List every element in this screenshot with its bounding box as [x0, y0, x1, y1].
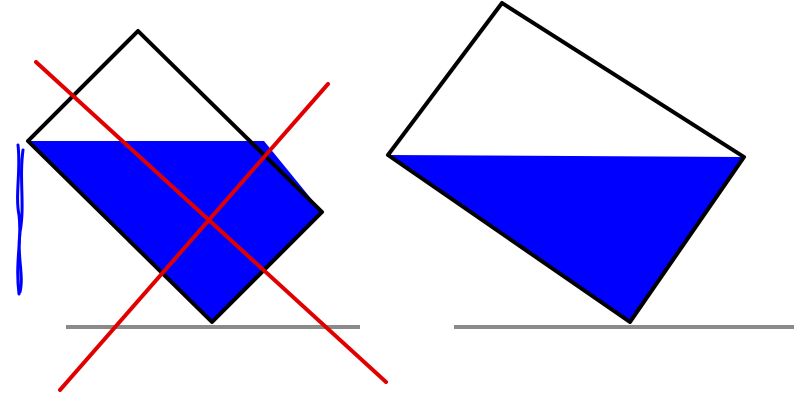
left-spill-stream [16, 143, 25, 296]
right-liquid-fill [388, 155, 744, 322]
left-container-outline [26, 29, 324, 324]
left-liquid-fill [28, 141, 322, 322]
left-cross-line-1 [34, 60, 388, 384]
right-container-outline [386, 1, 746, 324]
panel-left-incorrect [16, 29, 388, 392]
panel-right-correct [386, 1, 794, 329]
left-cross-line-2 [58, 82, 330, 392]
